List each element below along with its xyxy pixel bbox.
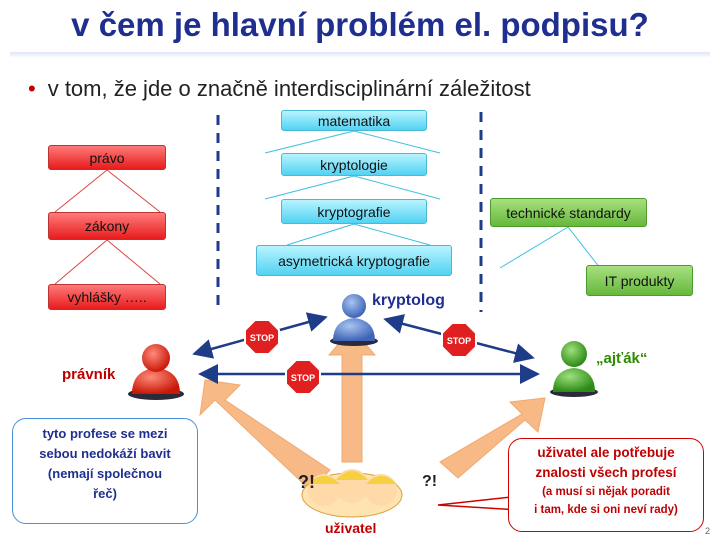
law-tree-lines: [54, 169, 161, 285]
crypto-box-kryptografie: kryptografie: [281, 199, 427, 224]
user-arrows: [199, 327, 546, 491]
it-person-icon: [550, 341, 598, 397]
law-box-vyhlasky: vyhlášky …..: [48, 284, 166, 310]
page-title: v čem je hlavní problém el. podpisu?: [71, 6, 649, 43]
callout-professions: tyto profese se mezi sebou nedokáží bavi…: [12, 418, 198, 524]
svg-text:?!: ?!: [298, 472, 315, 492]
callout-line: i tam, kde si oni neví rady): [534, 504, 678, 516]
law-box-pravo: právo: [48, 145, 166, 170]
callout-line: tyto profese se mezi: [42, 426, 168, 441]
callout-line: sebou nedokáží bavit: [39, 446, 171, 461]
svg-text:?!: ?!: [422, 473, 437, 490]
page-number: 2: [704, 526, 710, 536]
lawyer-label: právník: [62, 366, 116, 383]
stop-sign-label: STOP: [291, 373, 315, 383]
bullet-text: v tom, že jde o značně interdisciplinárn…: [47, 76, 531, 101]
stop-sign-label: STOP: [250, 333, 274, 343]
callout-user-needs: uživatel ale potřebuje znalosti všech pr…: [508, 438, 704, 532]
law-box-zakony: zákony: [48, 212, 166, 240]
user-label: uživatel: [325, 520, 377, 536]
it-person-label: „ajťák“: [596, 350, 648, 367]
crypto-box-matematika: matematika: [281, 110, 427, 131]
callout-line: znalosti všech profesí: [535, 465, 677, 480]
tech-box-standardy: technické standardy: [490, 198, 647, 227]
cryptologist-person-icon: [330, 294, 378, 346]
crypto-box-kryptologie: kryptologie: [281, 153, 427, 176]
bullet-dot-icon: •: [28, 76, 36, 101]
stop-sign-label: STOP: [447, 336, 471, 346]
callout-line: (nemají společnou: [47, 466, 163, 481]
tech-box-it-produkty: IT produkty: [586, 265, 693, 296]
lawyer-person-icon: [128, 344, 184, 400]
callout-line: uživatel ale potřebuje: [537, 445, 675, 460]
title-underline: [10, 52, 710, 58]
callout-line: řeč): [93, 486, 117, 501]
crypto-tree-lines: [264, 130, 441, 246]
crypto-box-asymetricka: asymetrická kryptografie: [256, 245, 452, 276]
stop-sign-2: STOP: [285, 359, 321, 395]
cryptologist-label: kryptolog: [372, 292, 445, 309]
tech-tree-lines: [499, 226, 601, 269]
stop-sign-1: STOP: [244, 319, 280, 355]
bullet-point: • v tom, že jde o značně interdisciplinár…: [28, 76, 531, 102]
stop-sign-3: STOP: [441, 322, 477, 358]
confused-user-icon: ?! ?!: [298, 469, 437, 518]
callout-line: (a musí si nějak poradit: [542, 486, 670, 498]
